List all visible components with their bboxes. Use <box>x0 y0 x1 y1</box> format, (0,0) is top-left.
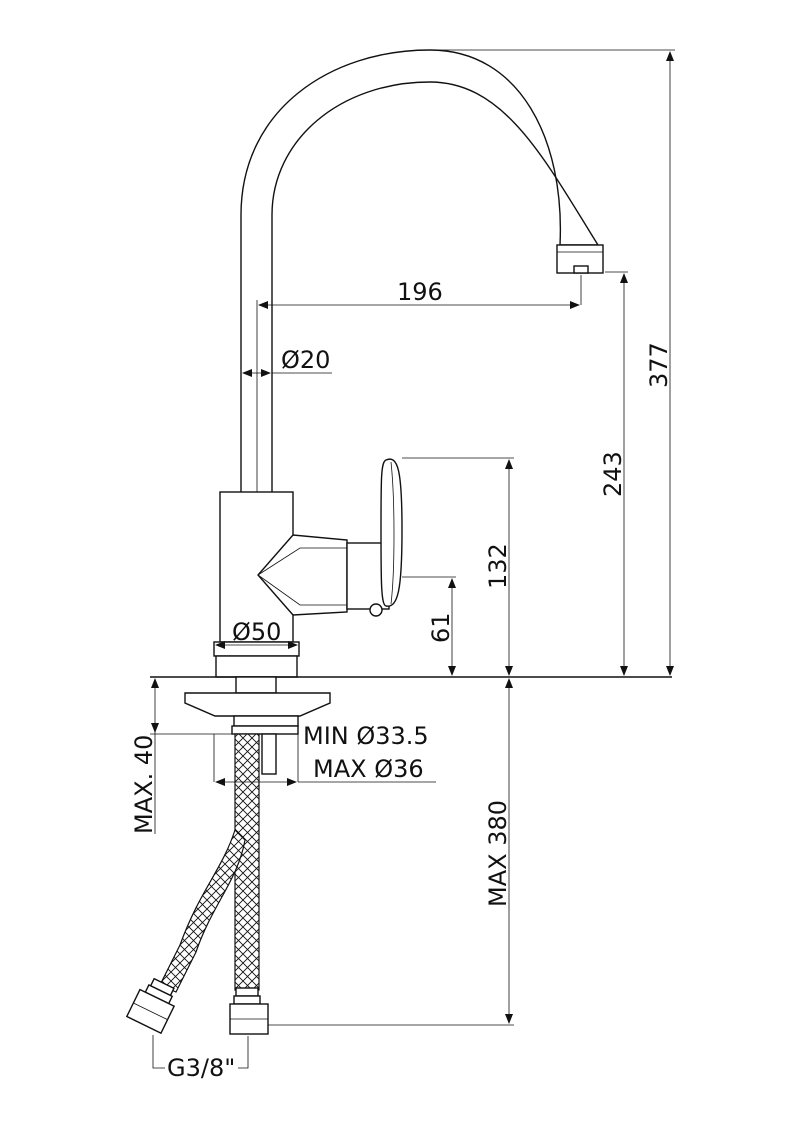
label-377: 377 <box>645 342 673 388</box>
label-max-380: MAX 380 <box>484 800 512 907</box>
spout-inner <box>271 81 599 492</box>
base-ring-lower <box>215 655 298 678</box>
label-max-d36: MAX Ø36 <box>313 755 424 783</box>
spout-outer <box>240 49 562 492</box>
label-243: 243 <box>599 451 627 497</box>
stud <box>235 676 277 694</box>
thread-leader <box>152 1035 165 1069</box>
label-61: 61 <box>427 612 455 643</box>
hose-left <box>159 828 246 993</box>
label-max-40: MAX. 40 <box>130 735 158 834</box>
fixing-nut <box>233 715 299 727</box>
lever-handle <box>380 458 403 607</box>
lever-housing <box>257 534 348 616</box>
fixing-plate <box>184 692 331 717</box>
label-196: 196 <box>397 278 443 306</box>
label-g3-8: G3/8" <box>167 1054 235 1082</box>
label-d20: Ø20 <box>281 346 330 374</box>
lever-screw <box>369 603 383 617</box>
label-min-d33-5: MIN Ø33.5 <box>303 722 429 750</box>
faucet-outline <box>125 49 672 1035</box>
dimension-labels: 377 243 132 61 MAX 380 MAX. 40 196 Ø20 Ø… <box>130 278 673 1082</box>
label-132: 132 <box>484 543 512 589</box>
dimension-lines <box>150 49 675 1069</box>
hose-right <box>234 733 260 991</box>
threaded-rod <box>261 733 277 775</box>
label-d50: Ø50 <box>232 618 281 646</box>
aerator-outlet <box>573 265 589 274</box>
fixing-washer <box>231 725 299 735</box>
